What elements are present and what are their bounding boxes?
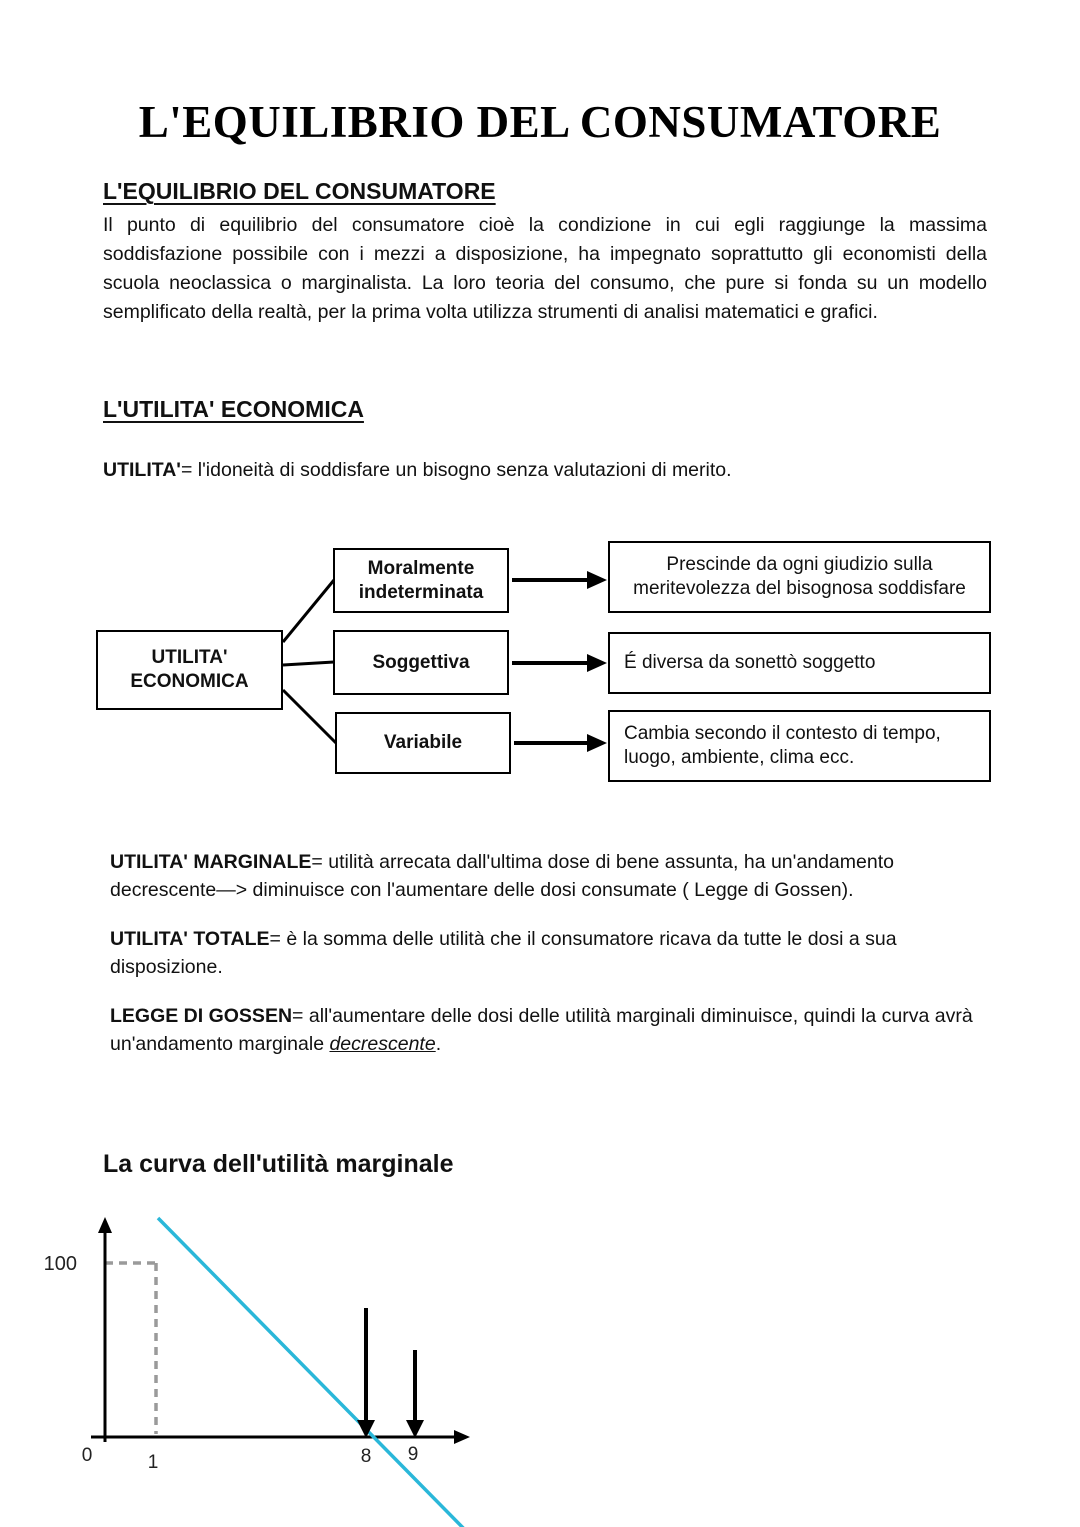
definition-text: = è la somma delle utilità che il consum…	[110, 928, 897, 978]
connector-root-mid1	[281, 579, 336, 643]
definition-text: = all'aumentare delle dosi delle utilità…	[110, 1005, 973, 1055]
definition-term: UTILITA' TOTALE	[110, 928, 270, 950]
definition-utilita-totale: UTILITA' TOTALE= è la somma delle utilit…	[110, 925, 992, 981]
connector-root-mid3	[281, 688, 338, 745]
diagram-connector-lines	[281, 571, 607, 752]
definition-text: = utilità arrecata dall'ultima dose di b…	[110, 851, 894, 901]
utilita-economica-diagram: UTILITA' ECONOMICA Moralmente indetermin…	[0, 530, 1080, 792]
x-tick-0: 0	[82, 1445, 93, 1466]
diagram-node-soggettiva: Soggettiva	[333, 630, 509, 695]
marginal-utility-curve	[156, 1216, 465, 1527]
x-tick-9: 9	[408, 1444, 419, 1465]
definition-utilita-marginale: UTILITA' MARGINALE= utilità arrecata dal…	[110, 848, 992, 904]
diagram-desc-variabile: Cambia secondo il contesto di tempo, luo…	[608, 710, 991, 782]
definition-term: LEGGE DI GOSSEN	[110, 1005, 293, 1027]
connector-root-mid2	[282, 660, 335, 667]
paragraph-equilibrio: Il punto di equilibrio del consumatore c…	[103, 214, 987, 323]
section-heading-utilita: L'UTILITA' ECONOMICA	[103, 396, 364, 422]
definition-term: UTILITA' MARGINALE	[110, 851, 312, 873]
definition-utilita: UTILITA'= l'idoneità di soddisfare un bi…	[103, 456, 987, 484]
section-heading-equilibrio: L'EQUILIBRIO DEL CONSUMATORE	[103, 178, 496, 204]
page-title: L'EQUILIBRIO DEL CONSUMATORE	[138, 97, 942, 147]
diagram-node-moralmente: Moralmente indeterminata	[333, 548, 509, 613]
definition-suffix: .	[435, 1033, 442, 1055]
x-tick-8: 8	[361, 1446, 372, 1467]
y-tick-100: 100	[44, 1253, 77, 1275]
diagram-desc-moralmente: Prescinde da ogni giudizio sulla meritev…	[608, 541, 991, 613]
down-arrow-2	[406, 1350, 424, 1438]
marginal-utility-chart: 100 0 1 8 9	[35, 1210, 535, 1527]
diagram-desc-soggettiva: É diversa da sonettò soggetto	[608, 632, 991, 694]
definition-text: = l'idoneità di soddisfare un bisogno se…	[180, 459, 732, 481]
chart-title: La curva dell'utilità marginale	[103, 1150, 454, 1178]
down-arrow-1	[357, 1308, 375, 1438]
diagram-node-variabile: Variabile	[335, 712, 511, 774]
definition-term: UTILITA'	[103, 459, 181, 481]
x-tick-1: 1	[148, 1452, 159, 1473]
definition-underlined-word: decrescente	[329, 1033, 436, 1055]
definition-legge-di-gossen: LEGGE DI GOSSEN= all'aumentare delle dos…	[110, 1002, 992, 1058]
diagram-root-box: UTILITA' ECONOMICA	[96, 630, 283, 710]
chart-canvas: 100 0 1 8 9	[44, 1216, 470, 1527]
